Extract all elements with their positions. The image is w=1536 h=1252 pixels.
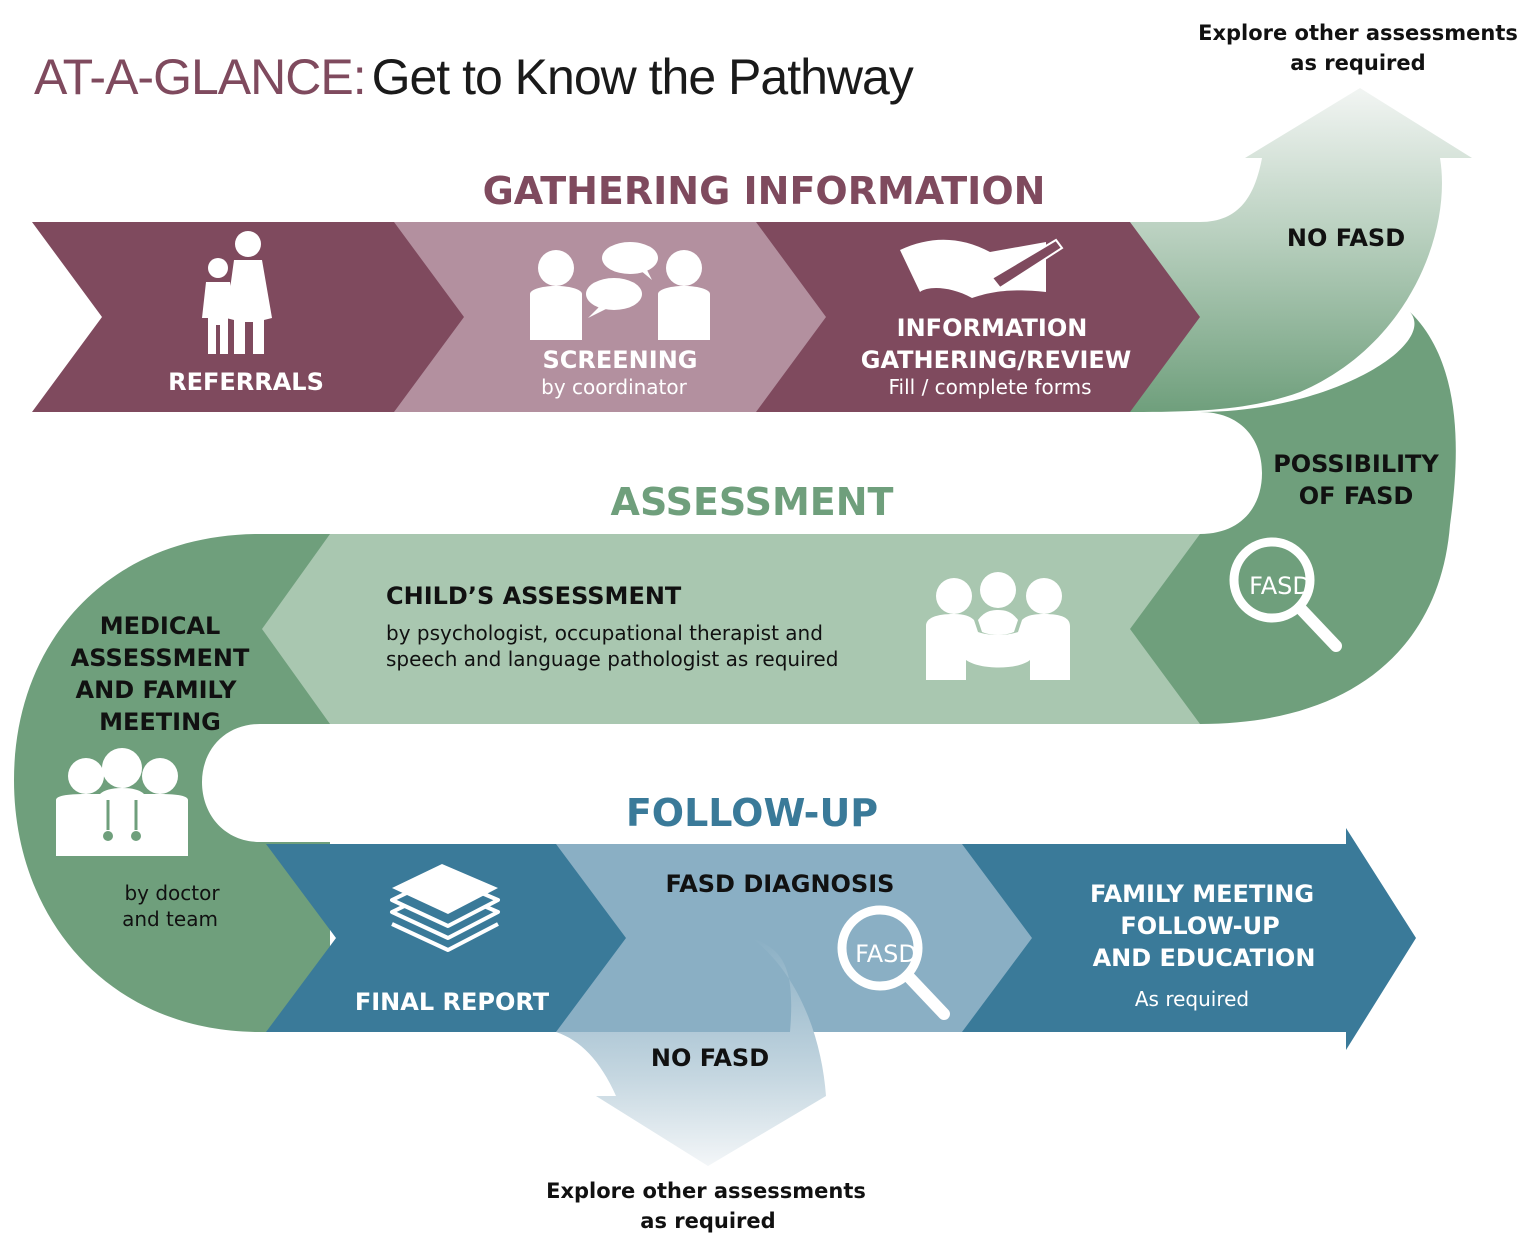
child-assessment-title: CHILD’S ASSESSMENT [386,582,682,610]
family-line2: FOLLOW-UP [1120,912,1279,940]
medical-line4: MEETING [99,708,221,736]
team-hug-icon [926,572,1070,680]
screening-sub-label: by coordinator [541,375,687,399]
medical-team-icon [56,748,188,856]
final-report-label: FINAL REPORT [355,988,550,1016]
top-no-fasd-label: NO FASD [1287,224,1405,252]
top-no-fasd-arrow [1128,88,1472,412]
title-main: Get to Know the Pathway [372,49,914,105]
bottom-no-fasd-arrow [556,938,826,1166]
family-line1: FAMILY MEETING [1090,880,1314,908]
open-book-pen-icon [900,238,1064,298]
stacked-papers-icon [390,864,500,952]
top-explore-line1: Explore other assessments [1198,21,1518,45]
possibility-line2: OF FASD [1299,482,1414,510]
section-followup-heading: FOLLOW-UP [626,791,878,835]
diagnosis-badge: FASD [855,940,917,968]
referrals-label: REFERRALS [168,368,324,396]
bottom-explore-line1: Explore other assessments [546,1179,866,1203]
medical-line2: ASSESSMENT [71,644,250,672]
possibility-badge: FASD [1249,572,1311,600]
info-sub-label: Fill / complete forms [889,375,1092,399]
section-assessment-heading: ASSESSMENT [611,480,894,524]
child-assessment-sub2: speech and language pathologist as requi… [386,647,838,671]
screening-chevron [394,222,826,412]
magnifier-icon [1229,537,1342,652]
section-gathering-heading: GATHERING INFORMATION [483,169,1046,213]
magnifier-icon [837,905,950,1020]
right-curve [1128,312,1456,724]
medical-sub2: and team [122,907,218,931]
child-assessment-sub1: by psychologist, occupational therapist … [386,621,823,645]
medical-sub1: by doctor [124,881,220,905]
screening-label: SCREENING [543,346,698,374]
family-icon [202,231,272,354]
possibility-line1: POSSIBILITY [1273,450,1439,478]
family-line3: AND EDUCATION [1093,944,1316,972]
bottom-no-fasd-label: NO FASD [651,1044,769,1072]
page-title: AT-A-GLANCE:Get to Know the Pathway [34,49,914,105]
info-label-line2: GATHERING/REVIEW [861,346,1131,374]
title-prefix: AT-A-GLANCE: [34,49,366,105]
medical-line3: AND FAMILY [76,676,238,704]
conversation-icon [530,242,710,340]
medical-line1: MEDICAL [100,612,221,640]
family-sub: As required [1135,987,1249,1011]
diagnosis-label: FASD DIAGNOSIS [666,870,895,898]
top-explore-line2: as required [1290,51,1425,75]
info-label-line1: INFORMATION [897,314,1088,342]
bottom-explore-line2: as required [640,1209,775,1233]
